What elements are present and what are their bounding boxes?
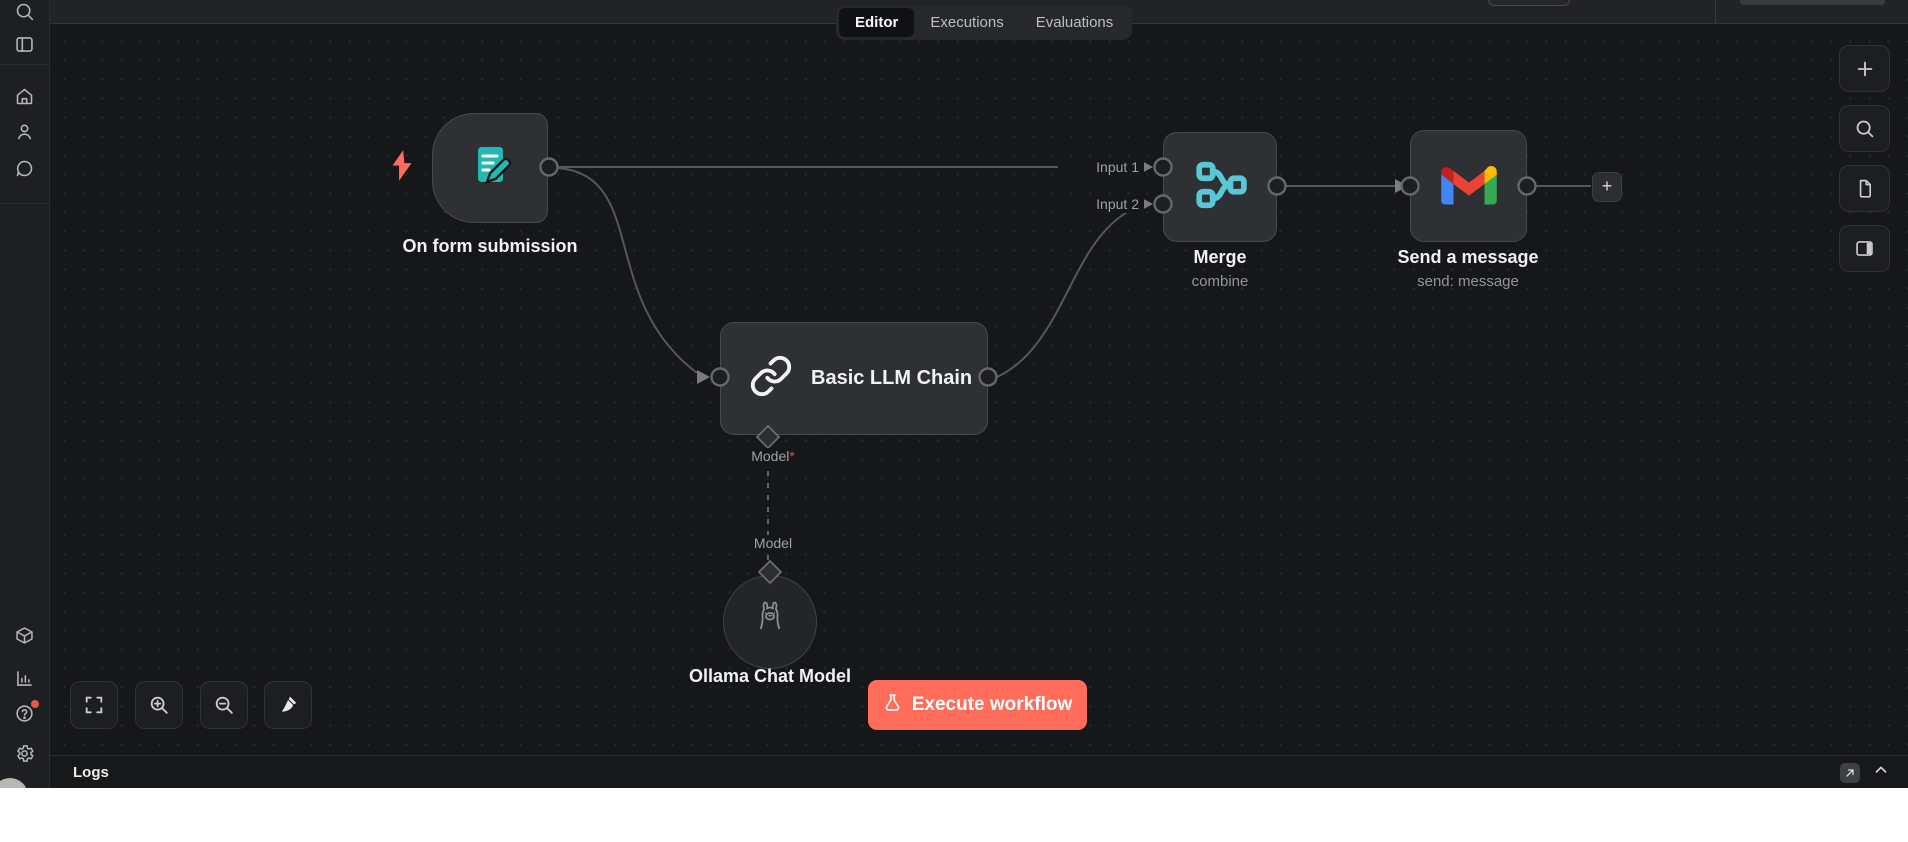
form-trigger-icon — [466, 142, 514, 195]
port-gmail-input[interactable] — [1400, 176, 1420, 196]
help-icon[interactable] — [14, 703, 35, 724]
port-llm-input[interactable] — [710, 367, 730, 387]
llm-node-title: Basic LLM Chain — [811, 367, 973, 389]
open-logs-window-icon[interactable] — [1840, 762, 1860, 783]
merge-input1-label: Input 1 — [1058, 159, 1144, 176]
ollama-model-port-label: Model — [708, 535, 838, 552]
zoom-to-fit-button[interactable] — [70, 681, 118, 729]
node-basic-llm-chain[interactable]: Basic LLM Chain — [720, 322, 988, 435]
port-llm-output[interactable] — [978, 367, 998, 387]
logs-panel-header[interactable]: Logs — [49, 755, 1908, 788]
app-window: Editor Executions Evaluations — [0, 0, 1908, 788]
expand-logs-chevron-icon[interactable] — [1872, 761, 1890, 784]
topbar-cropped-button[interactable] — [1488, 0, 1570, 6]
topbar-divider — [1715, 0, 1716, 23]
search-nodes-button[interactable] — [1839, 105, 1890, 152]
port-merge-output[interactable] — [1267, 176, 1287, 196]
trigger-bolt-icon — [391, 149, 413, 187]
view-tabs: Editor Executions Evaluations — [836, 5, 1133, 40]
merge-node-subtitle: combine — [1191, 273, 1249, 290]
port-merge-input2[interactable] — [1153, 194, 1173, 214]
port-gmail-output[interactable] — [1517, 176, 1537, 196]
merge-icon — [1193, 160, 1247, 215]
settings-gear-icon[interactable] — [14, 743, 35, 764]
templates-box-icon[interactable] — [14, 625, 35, 646]
user-icon[interactable] — [14, 121, 35, 142]
tidy-up-button[interactable] — [264, 681, 312, 729]
left-sidebar — [0, 0, 50, 788]
chat-icon[interactable] — [14, 158, 35, 179]
tab-evaluations[interactable]: Evaluations — [1035, 14, 1114, 31]
port-merge-input1[interactable] — [1153, 157, 1173, 177]
required-asterisk: * — [789, 448, 795, 464]
gmail-node-title: Send a message send: message — [1368, 247, 1568, 290]
merge-input2-label: Input 2 — [1058, 196, 1144, 213]
sidebar-divider — [0, 203, 49, 204]
execute-workflow-button[interactable]: Execute workflow — [868, 680, 1087, 730]
zoom-out-button[interactable] — [200, 681, 248, 729]
llm-model-port-label: Model* — [712, 448, 834, 465]
gmail-node-subtitle: send: message — [1417, 273, 1519, 290]
add-connected-node-button[interactable]: + — [1592, 172, 1622, 202]
port-form-output[interactable] — [539, 157, 559, 177]
merge-node-title: Merge combine — [1120, 247, 1320, 290]
node-on-form-submission[interactable] — [432, 113, 548, 223]
sticky-note-button[interactable] — [1839, 165, 1890, 212]
tab-executions[interactable]: Executions — [930, 14, 1004, 31]
node-ollama-chat-model[interactable] — [723, 575, 817, 669]
node-merge[interactable] — [1163, 132, 1277, 242]
insights-chart-icon[interactable] — [14, 668, 35, 689]
ollama-llama-icon — [748, 598, 792, 647]
chain-link-icon — [749, 354, 793, 403]
zoom-in-button[interactable] — [135, 681, 183, 729]
search-icon[interactable] — [14, 1, 35, 22]
sidebar-divider — [0, 64, 49, 65]
logs-title: Logs — [73, 764, 109, 781]
ollama-node-title: Ollama Chat Model — [688, 666, 852, 686]
tab-editor[interactable]: Editor — [839, 8, 915, 37]
user-avatar[interactable] — [0, 778, 28, 788]
panel-toggle-icon[interactable] — [14, 34, 35, 55]
home-icon[interactable] — [14, 86, 35, 107]
topbar-cropped-button-2[interactable] — [1740, 0, 1885, 5]
toggle-right-panel-button[interactable] — [1839, 225, 1890, 272]
gmail-icon — [1440, 163, 1497, 210]
port-ollama-model-diamond[interactable] — [757, 559, 783, 585]
node-send-a-message[interactable] — [1410, 130, 1527, 242]
add-node-button[interactable] — [1839, 45, 1890, 92]
help-notification-dot — [31, 700, 39, 708]
execute-workflow-label: Execute workflow — [911, 694, 1073, 715]
flask-icon — [883, 693, 902, 718]
form-node-title: On form submission — [402, 236, 578, 256]
